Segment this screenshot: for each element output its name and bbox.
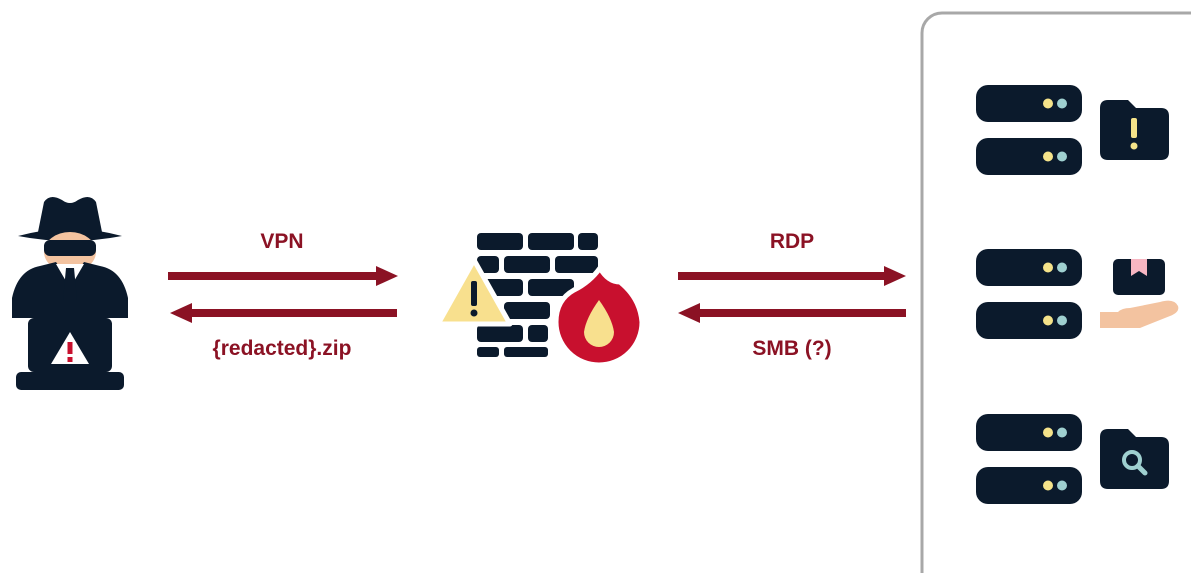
vpn-arrow	[168, 266, 398, 286]
zip-label: {redacted}.zip	[212, 337, 352, 360]
folder-warning-icon	[1100, 100, 1169, 160]
server-icon	[976, 249, 1082, 339]
firewall-warning-fire-icon	[435, 233, 645, 368]
server-icon	[976, 414, 1082, 504]
vpn-label: VPN	[260, 230, 304, 253]
rdp-label: RDP	[769, 230, 815, 253]
rdp-arrow	[678, 266, 906, 286]
hand-with-package-icon	[1100, 259, 1179, 328]
internal-network-boundary	[920, 11, 1191, 573]
smb-label: SMB (?)	[752, 337, 832, 360]
folder-search-icon	[1100, 429, 1169, 489]
smb-arrow	[678, 303, 906, 323]
hacker-with-laptop-icon	[12, 196, 128, 390]
server-icon	[976, 85, 1082, 175]
zip-arrow	[170, 303, 397, 323]
